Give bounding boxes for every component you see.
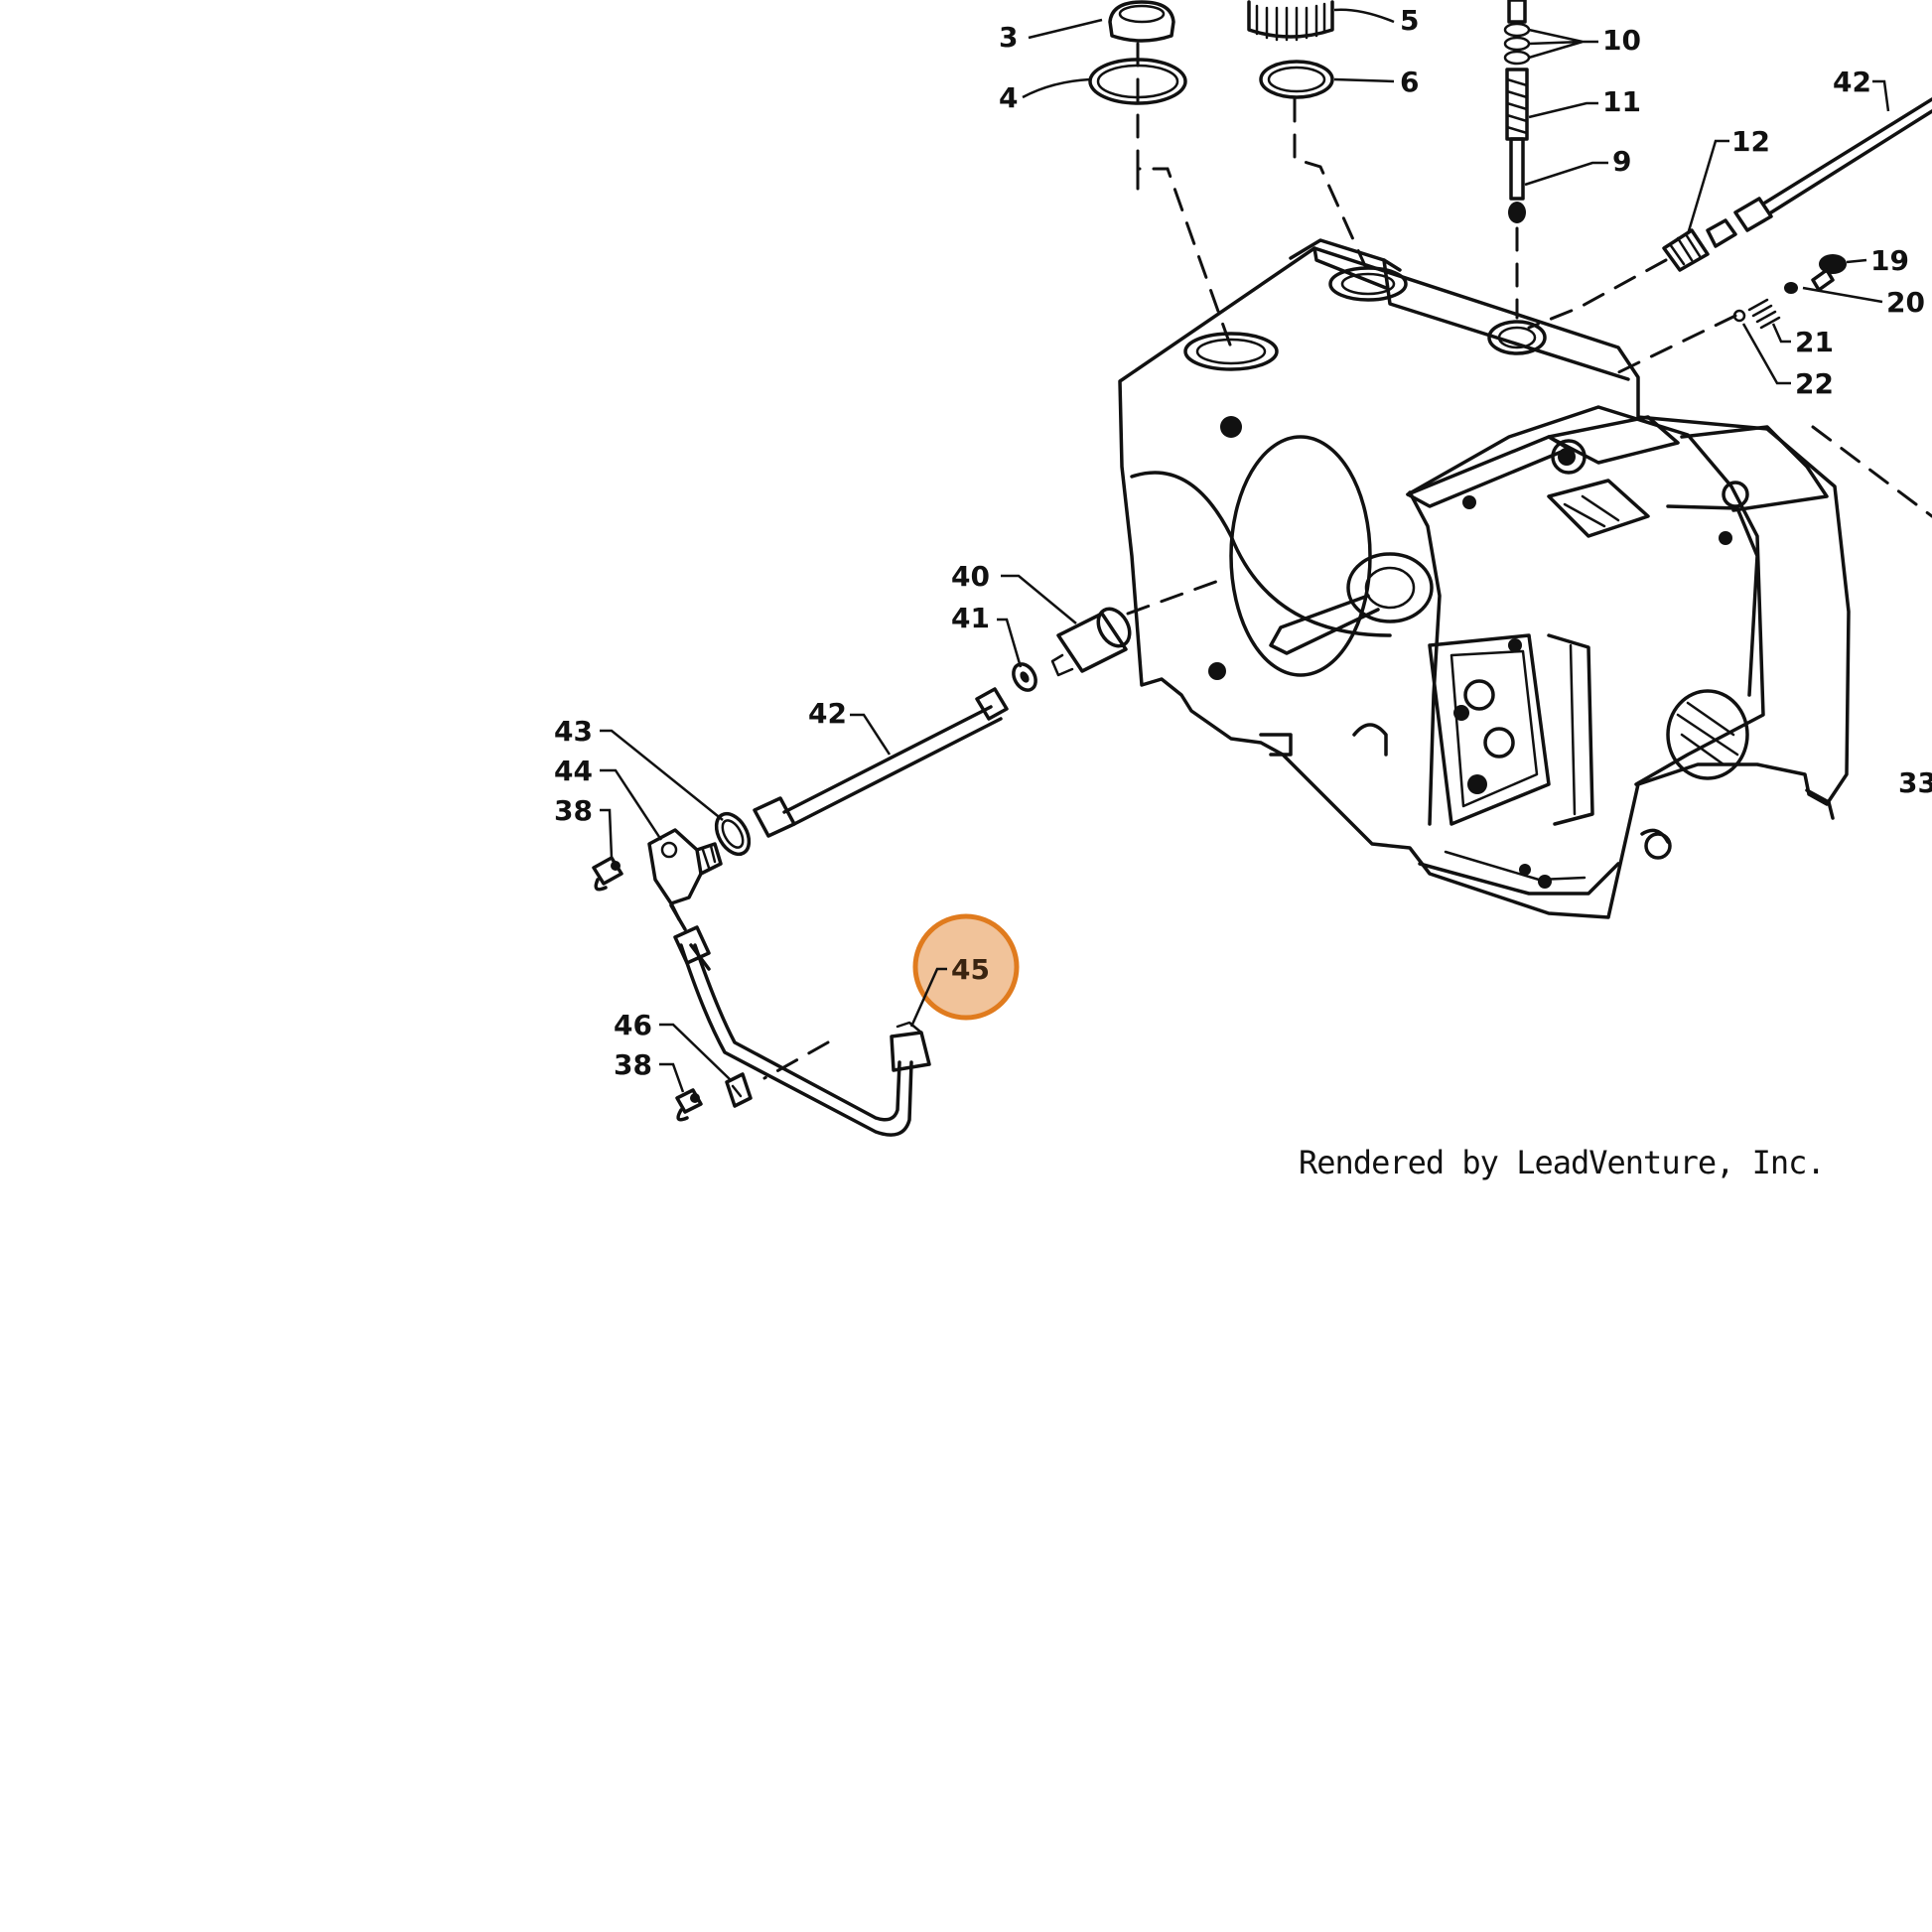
svg-text:4: 4	[999, 81, 1018, 114]
callout-22[interactable]: 22	[1741, 323, 1834, 400]
svg-text:20: 20	[1886, 286, 1925, 319]
part-43-o-ring[interactable]	[710, 808, 756, 860]
callout-20[interactable]: 20	[1802, 286, 1925, 319]
callout-12[interactable]: 12	[1686, 125, 1770, 235]
part-19-20-screw[interactable]	[1784, 254, 1847, 294]
callout-6[interactable]: 6	[1333, 66, 1419, 98]
part-12-fitting[interactable]	[1662, 218, 1737, 272]
svg-text:33: 33	[1898, 766, 1932, 799]
callout-40[interactable]: 40	[951, 560, 1077, 624]
part-38-bolt-lower[interactable]	[675, 1088, 703, 1122]
part-42-tube-lower[interactable]	[753, 687, 1009, 838]
svg-text:38: 38	[614, 1048, 652, 1081]
assembly-line-right	[1811, 425, 1932, 518]
svg-text:9: 9	[1612, 145, 1631, 178]
callout-43[interactable]: 43	[554, 715, 724, 821]
svg-text:41: 41	[951, 602, 990, 634]
part-46-clamp[interactable]	[725, 1072, 753, 1108]
part-41-washer[interactable]	[1009, 660, 1039, 694]
svg-text:44: 44	[554, 755, 593, 787]
assembly-line-45	[762, 1040, 830, 1080]
assembly-line-40	[1126, 578, 1223, 616]
svg-text:5: 5	[1400, 4, 1419, 37]
assembly-line-3	[1136, 42, 1233, 349]
part-45-fuel-line[interactable]	[669, 903, 931, 1137]
callout-45-highlighted[interactable]: 45	[909, 913, 1020, 1028]
svg-text:12: 12	[1731, 125, 1770, 158]
part-6-o-ring[interactable]	[1259, 60, 1334, 99]
svg-text:45: 45	[951, 953, 990, 986]
housing-main-body[interactable]	[1118, 238, 1851, 919]
callout-41[interactable]: 41	[951, 602, 1023, 668]
svg-text:19: 19	[1870, 244, 1909, 277]
assembly-line-12	[1527, 258, 1668, 330]
part-5-knurled-cap[interactable]	[1247, 0, 1334, 42]
assembly-line-5	[1293, 97, 1368, 270]
callout-19[interactable]: 19	[1846, 244, 1909, 277]
callout-3[interactable]: 3	[999, 18, 1103, 54]
assembly-line-21	[1606, 314, 1737, 379]
highlight-circle	[912, 913, 1020, 1021]
svg-text:21: 21	[1795, 326, 1834, 358]
callout-38-lower[interactable]: 38	[614, 1048, 685, 1093]
svg-text:6: 6	[1400, 66, 1419, 98]
svg-text:3: 3	[999, 21, 1018, 54]
part-38-bolt-upper[interactable]	[592, 856, 623, 892]
part-40-fitting[interactable]	[1050, 604, 1136, 677]
part-21-22-spring[interactable]	[1732, 298, 1781, 330]
rendered-by-credit: Rendered by LeadVenture, Inc.	[1299, 1144, 1826, 1181]
svg-text:43: 43	[554, 715, 593, 748]
callout-10[interactable]: 10	[1528, 24, 1641, 60]
svg-text:46: 46	[614, 1009, 652, 1041]
callout-5[interactable]: 5	[1333, 4, 1419, 37]
callout-42-lower[interactable]: 42	[808, 697, 892, 756]
svg-text:40: 40	[951, 560, 990, 593]
part-3-cap[interactable]	[1108, 0, 1175, 43]
callout-11[interactable]: 11	[1528, 85, 1641, 119]
part-10-11-9-valve-stack[interactable]	[1503, 0, 1531, 223]
svg-text:11: 11	[1602, 85, 1641, 118]
svg-text:10: 10	[1602, 24, 1641, 57]
part-42-rod-upper[interactable]	[1733, 97, 1932, 232]
svg-text:42: 42	[808, 697, 847, 730]
callout-9[interactable]: 9	[1524, 145, 1631, 187]
callout-33[interactable]: 33	[1898, 766, 1932, 799]
callout-42-upper[interactable]: 42	[1833, 66, 1890, 112]
callout-4[interactable]: 4	[999, 77, 1091, 114]
callout-44[interactable]: 44	[554, 755, 663, 841]
callout-46[interactable]: 46	[614, 1009, 732, 1081]
callout-38-upper[interactable]: 38	[554, 794, 614, 859]
svg-text:22: 22	[1795, 367, 1834, 400]
part-44-banjo-fitting[interactable]	[647, 828, 723, 921]
svg-text:38: 38	[554, 794, 593, 827]
svg-text:42: 42	[1833, 66, 1871, 98]
callout-21[interactable]: 21	[1771, 323, 1834, 358]
